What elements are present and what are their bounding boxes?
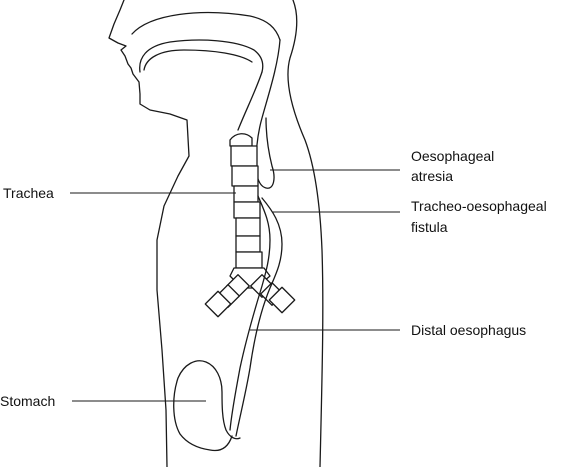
label-stomach: Stomach bbox=[0, 393, 55, 409]
pharynx-front-wall bbox=[237, 71, 263, 131]
trachea-ring bbox=[235, 217, 261, 237]
oesophagus-front-wall bbox=[229, 195, 271, 431]
trachea-ring bbox=[233, 185, 259, 203]
tongue bbox=[143, 49, 253, 71]
label-fistula-line2: fistula bbox=[411, 219, 448, 235]
trachea-ring bbox=[230, 145, 258, 167]
label-oesophageal-atresia-line2: atresia bbox=[411, 168, 453, 184]
trachea-ring bbox=[233, 201, 261, 219]
label-distal-oesophagus: Distal oesophagus bbox=[411, 322, 526, 338]
label-fistula-line1: Tracheo-oesophageal bbox=[411, 198, 547, 214]
stomach-outline bbox=[173, 360, 241, 452]
oesophagus-back-wall bbox=[235, 197, 283, 437]
body-front-outline bbox=[108, 0, 190, 467]
trachea-ring bbox=[235, 235, 261, 253]
larynx bbox=[229, 133, 253, 147]
body-back-outline bbox=[287, 0, 324, 467]
label-trachea: Trachea bbox=[3, 185, 54, 201]
nasal-cavity bbox=[131, 11, 281, 41]
palate bbox=[139, 39, 264, 73]
left-bronchus bbox=[204, 274, 250, 318]
trachea-ring bbox=[231, 165, 259, 187]
label-oesophageal-atresia-line1: Oesophageal bbox=[411, 148, 494, 164]
trachea-ring bbox=[235, 251, 263, 269]
